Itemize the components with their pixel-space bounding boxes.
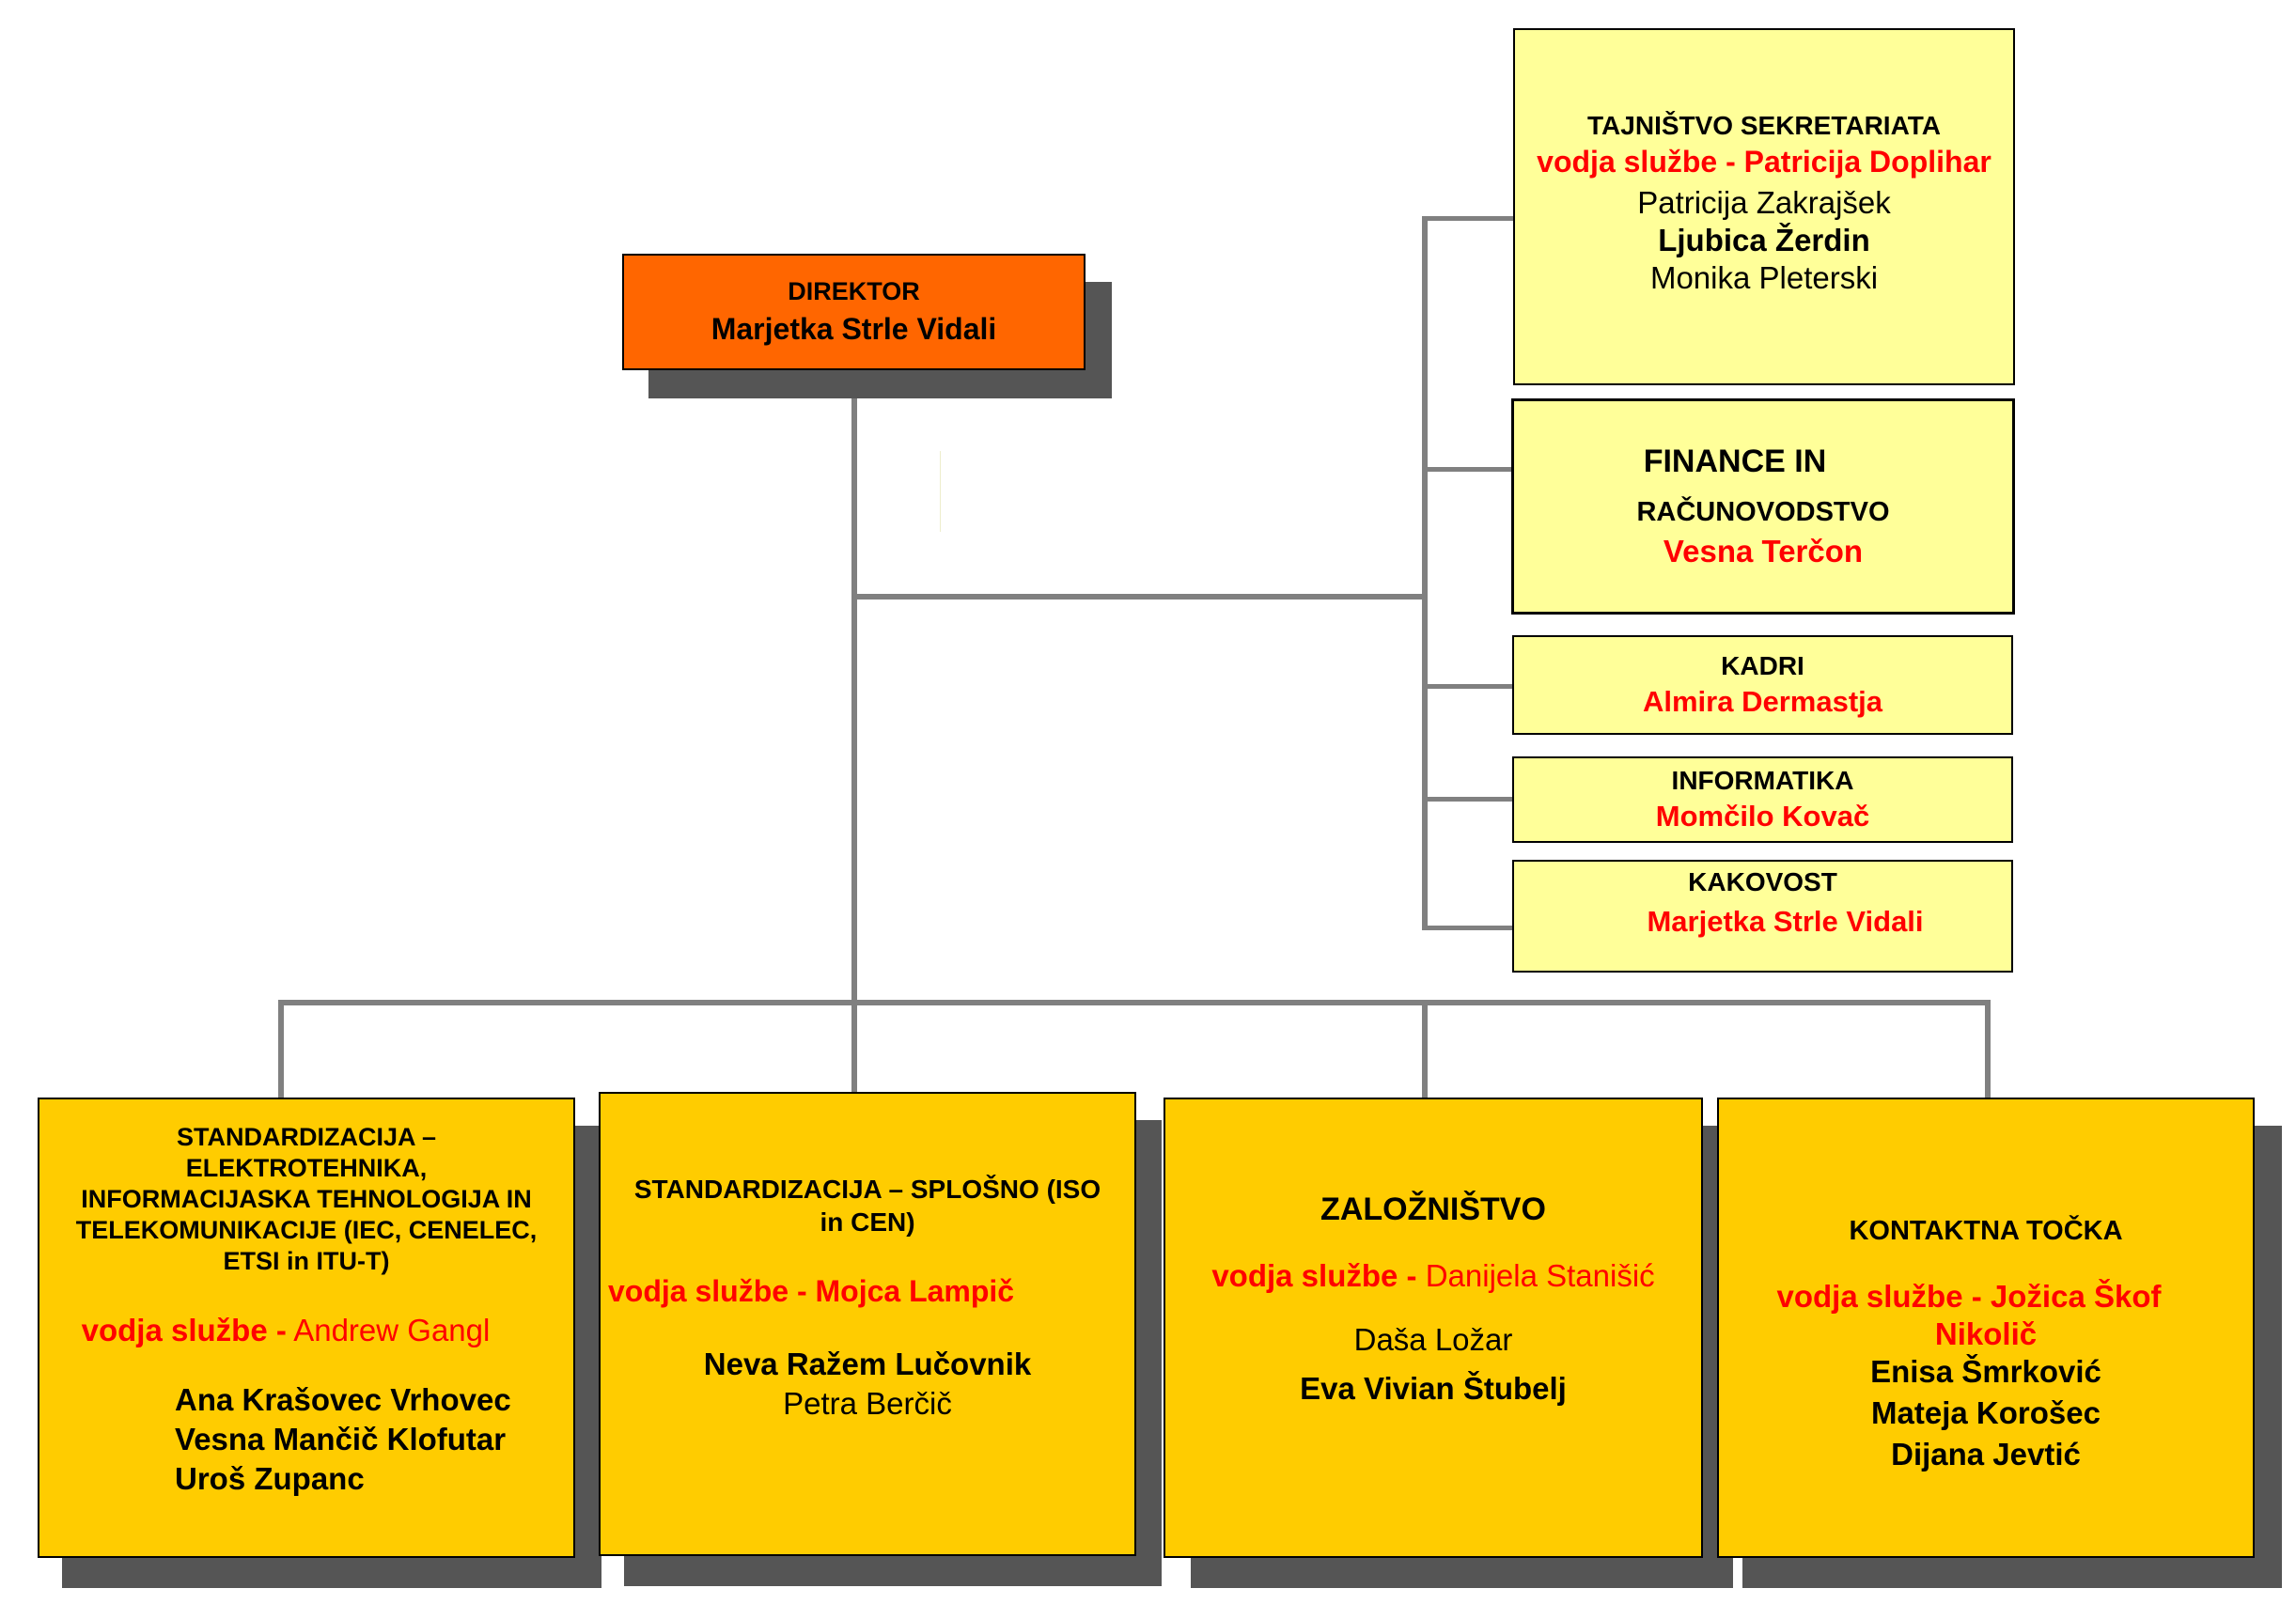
splosno-member: Neva Ražem Lučovnik xyxy=(703,1347,1032,1381)
kontaktna-title: KONTAKTNA TOČKA xyxy=(1849,1216,2123,1246)
splosno-member: Petra Berčič xyxy=(783,1386,952,1421)
kontaktna-head-name-line1: Jožica Škof xyxy=(1990,1279,2162,1314)
kontaktna-head: vodja službe - Jožica Škof xyxy=(1777,1279,2162,1315)
elektro-title-line: ETSI in ITU-T) xyxy=(223,1247,390,1275)
elektro-members: Ana Krašovec Vrhovec Vesna Mančič Klofut… xyxy=(175,1380,511,1499)
kakovost-head: Marjetka Strle Vidali xyxy=(1647,905,1924,938)
connector-departments-bar xyxy=(278,1000,1991,1005)
staff-box-finance: FINANCE IN RAČUNOVODSTVO Vesna Terčon xyxy=(1511,398,2015,615)
elektro-member: Ana Krašovec Vrhovec xyxy=(175,1382,511,1417)
staff-box-kakovost: KAKOVOST Marjetka Strle Vidali xyxy=(1512,860,2013,973)
staff-box-kadri: KADRI Almira Dermastja xyxy=(1512,635,2013,735)
connector-dept-kontaktna xyxy=(1985,1000,1991,1098)
dept-box-splosno: STANDARDIZACIJA – SPLOŠNO (ISO in CEN) v… xyxy=(599,1092,1136,1556)
connector-staff-informatika xyxy=(1422,797,1513,802)
staff-box-informatika: INFORMATIKA Momčilo Kovač xyxy=(1512,756,2013,843)
splosno-title-line: STANDARDIZACIJA – SPLOŠNO (ISO xyxy=(633,1175,1101,1204)
splosno-head: vodja službe - Mojca Lampič xyxy=(608,1274,1014,1309)
dept-box-kontaktna: KONTAKTNA TOČKA vodja službe - Jožica Šk… xyxy=(1717,1098,2255,1558)
elektro-head: vodja službe - Andrew Gangl xyxy=(82,1313,491,1348)
kontaktna-head-name-line2: Nikolič xyxy=(1934,1316,2038,1351)
zaloznistvo-title: ZALOŽNIŠTVO xyxy=(1320,1191,1546,1227)
connector-staff-finance xyxy=(1422,467,1513,472)
connector-staff-tajnistvo xyxy=(1422,216,1513,221)
finance-title-line1: FINANCE IN xyxy=(1643,444,1827,479)
kontaktna-head-prefix: vodja službe - xyxy=(1776,1279,1982,1314)
tajnistvo-member: Monika Pleterski xyxy=(1649,260,1879,295)
tajnistvo-member: Patricija Zakrajšek xyxy=(1637,185,1891,220)
zaloznistvo-head-name: Danijela Stanišić xyxy=(1425,1258,1655,1293)
finance-title-line2: RAČUNOVODSTVO xyxy=(1636,497,1890,527)
kontaktna-member: Dijana Jevtić xyxy=(1891,1437,2081,1472)
zaloznistvo-head-prefix: vodja službe - xyxy=(1211,1258,1417,1293)
elektro-title-line: INFORMACIJASKA TEHNOLOGIJA IN xyxy=(81,1185,532,1213)
informatika-head: Momčilo Kovač xyxy=(1655,800,1870,833)
elektro-member: Uroš Zupanc xyxy=(175,1461,365,1496)
zaloznistvo-head: vodja službe - Danijela Stanišić xyxy=(1211,1258,1654,1294)
kakovost-title: KAKOVOST xyxy=(1688,867,1837,896)
connector-dept-zaloznistvo xyxy=(1422,1000,1428,1098)
splosno-title-line: in CEN) xyxy=(820,1207,915,1237)
zaloznistvo-member: Eva Vivian Štubelj xyxy=(1300,1371,1567,1406)
elektro-head-prefix: vodja službe - xyxy=(81,1313,287,1347)
director-name: Marjetka Strle Vidali xyxy=(711,312,997,346)
elektro-title-line: TELEKOMUNIKACIJE (IEC, CENELEC, xyxy=(75,1216,538,1244)
kadri-head: Almira Dermastja xyxy=(1642,685,1882,718)
dept-box-zaloznistvo: ZALOŽNIŠTVO vodja službe - Danijela Stan… xyxy=(1164,1098,1703,1558)
tajnistvo-title: TAJNIŠTVO SEKRETARIATA xyxy=(1587,111,1941,140)
informatika-title: INFORMATIKA xyxy=(1671,766,1854,795)
connector-director-down xyxy=(851,368,857,1099)
connector-staff-kakovost xyxy=(1422,926,1513,930)
kadri-title: KADRI xyxy=(1721,651,1804,680)
director-title: DIREKTOR xyxy=(788,277,920,305)
kontaktna-member: Mateja Korošec xyxy=(1871,1395,2101,1430)
director-box: DIREKTOR Marjetka Strle Vidali xyxy=(622,254,1086,370)
elektro-title-line: STANDARDIZACIJA – xyxy=(176,1123,436,1151)
connector-staff-kadri xyxy=(1422,684,1513,689)
faint-mark xyxy=(940,451,941,532)
splosno-head-name: Mojca Lampič xyxy=(815,1274,1015,1308)
elektro-head-name: Andrew Gangl xyxy=(293,1313,491,1347)
splosno-head-prefix: vodja službe - xyxy=(608,1274,807,1308)
tajnistvo-head: vodja službe - Patricija Doplihar xyxy=(1537,145,1991,179)
finance-head: Vesna Terčon xyxy=(1663,534,1864,568)
elektro-title-line: ELEKTROTEHNIKA, xyxy=(185,1154,428,1182)
kontaktna-member: Enisa Šmrković xyxy=(1870,1354,2101,1389)
staff-box-tajnistvo: TAJNIŠTVO SEKRETARIATA vodja službe - Pa… xyxy=(1513,28,2015,385)
connector-staff-spine xyxy=(1422,216,1428,930)
connector-dept-elektro xyxy=(278,1000,284,1098)
dept-box-elektro: STANDARDIZACIJA – ELEKTROTEHNIKA, INFORM… xyxy=(38,1098,575,1558)
connector-to-staff xyxy=(851,594,1422,600)
elektro-member: Vesna Mančič Klofutar xyxy=(175,1422,507,1456)
zaloznistvo-member: Daša Ložar xyxy=(1353,1322,1513,1357)
tajnistvo-member: Ljubica Žerdin xyxy=(1658,223,1870,257)
